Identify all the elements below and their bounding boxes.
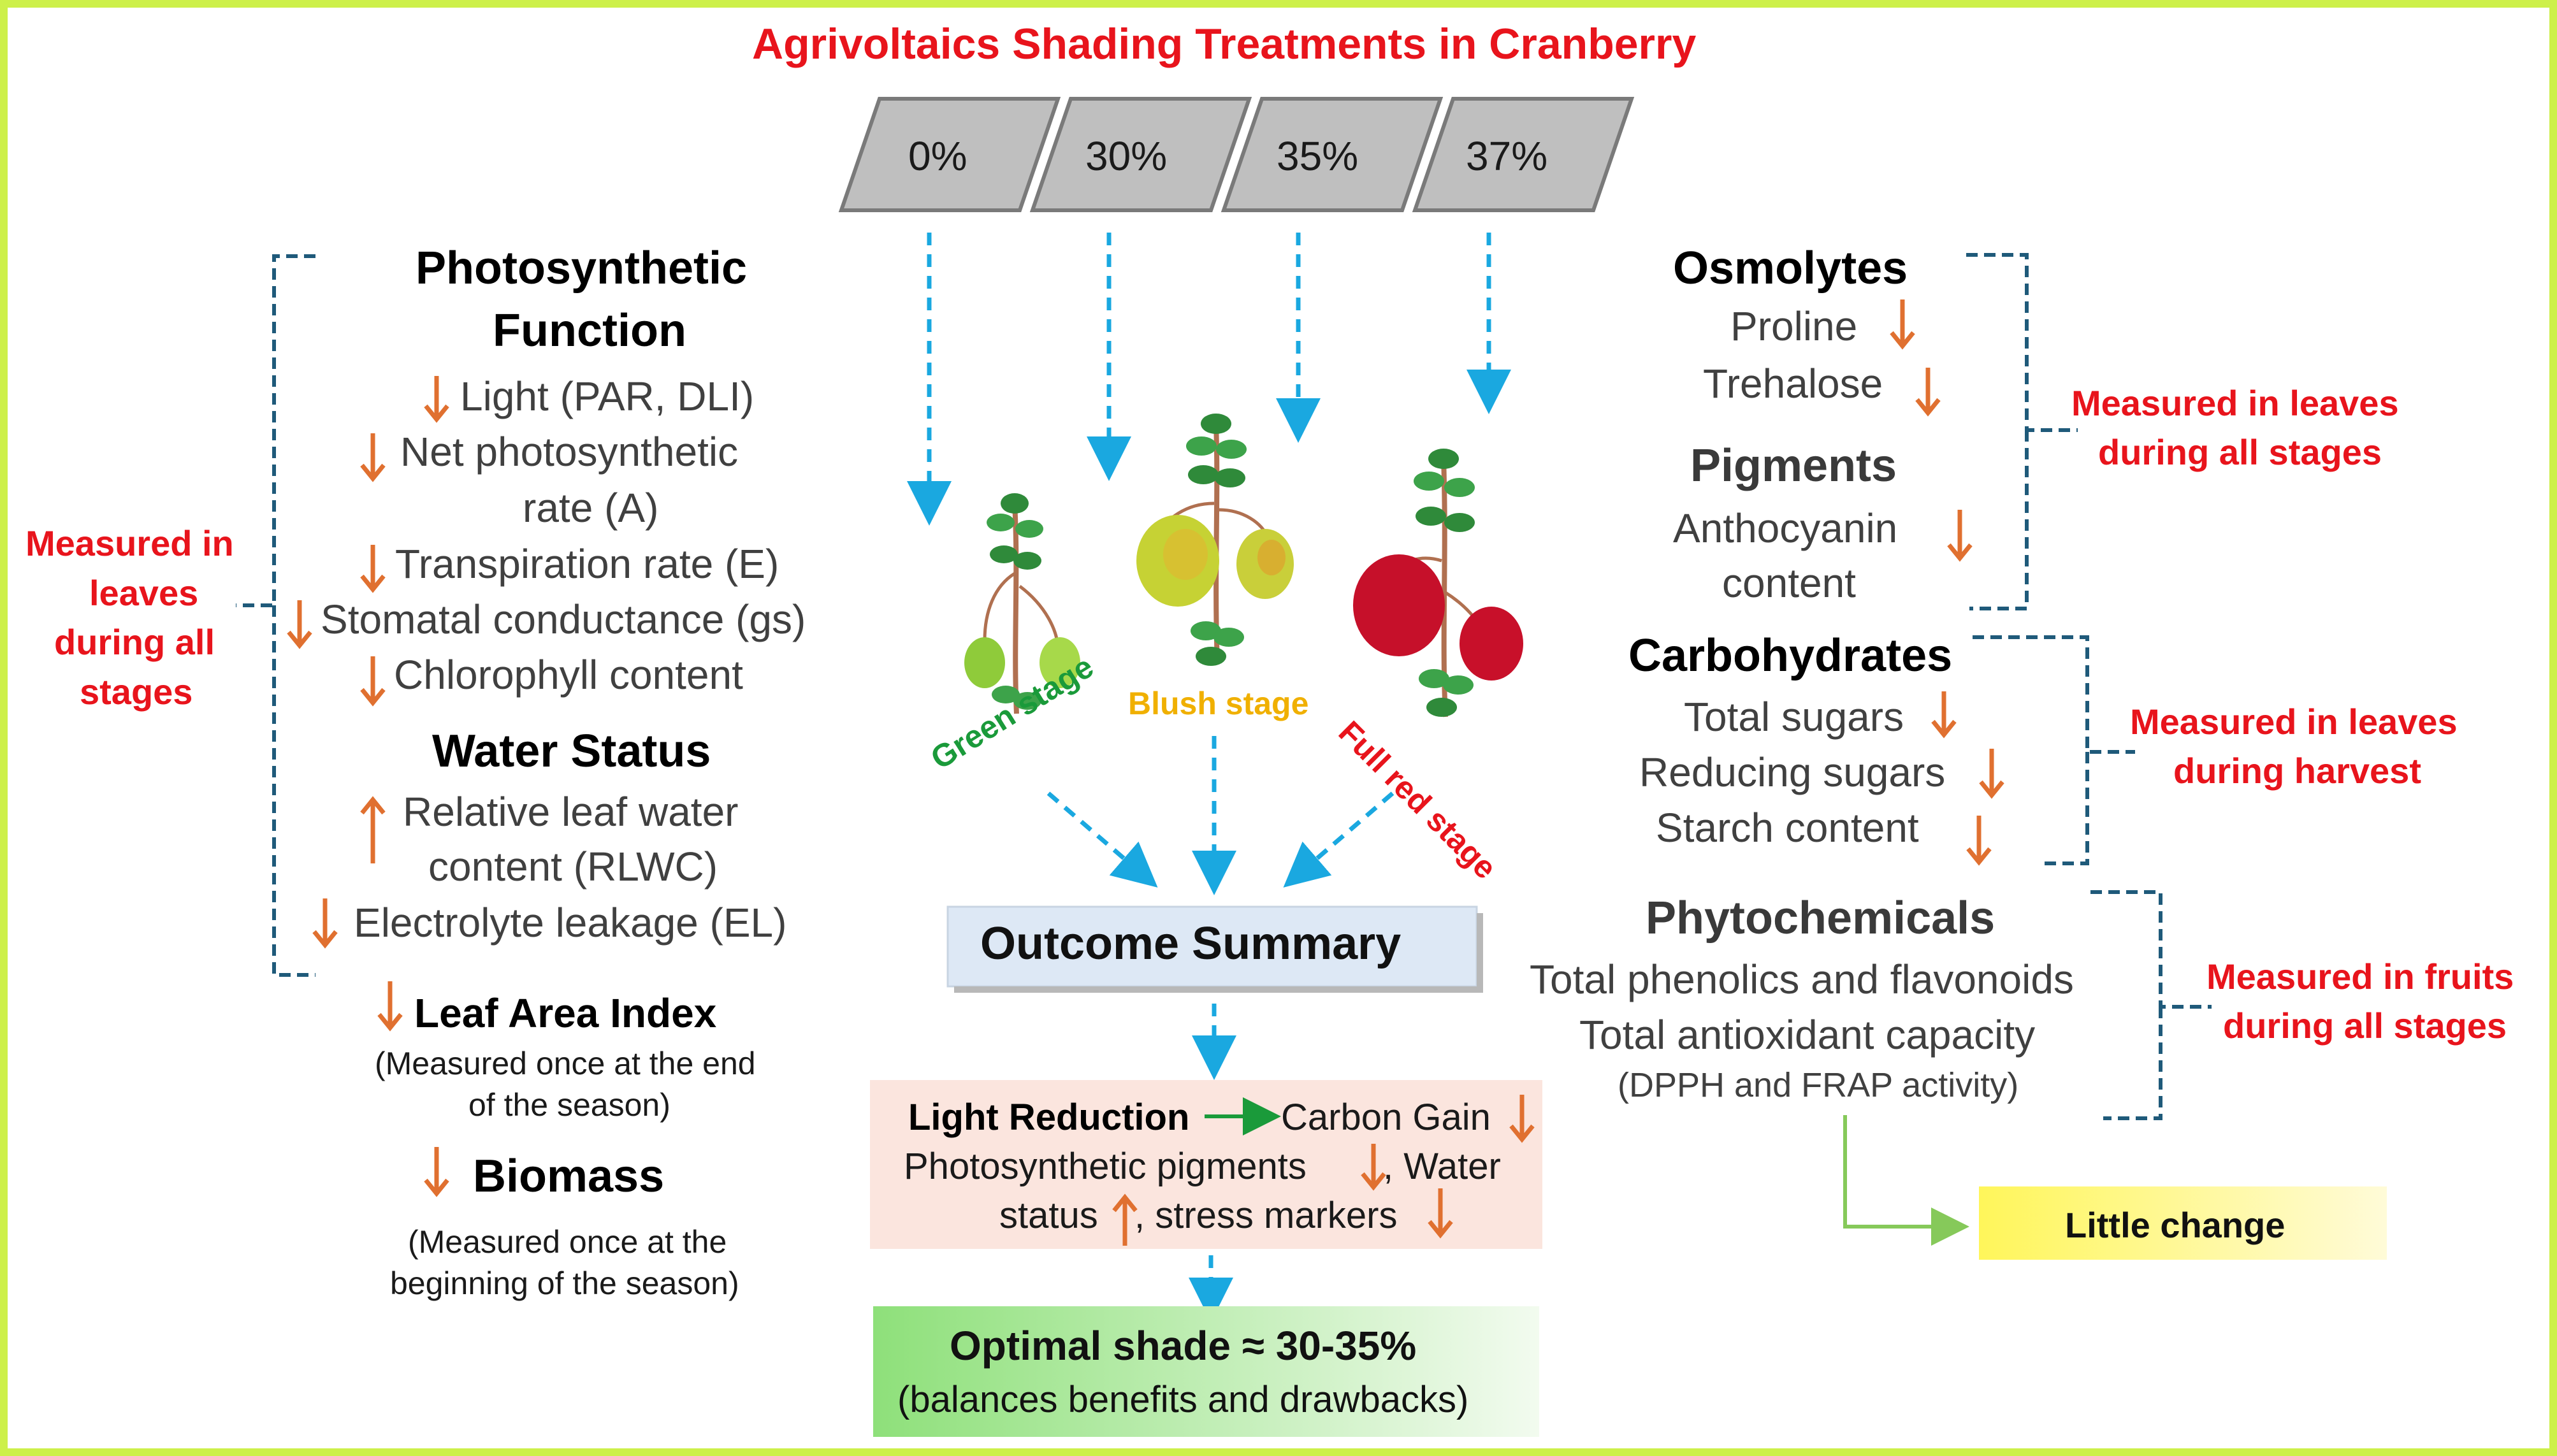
water-label: , Water — [1383, 1146, 1501, 1187]
down-arrow-transp — [360, 545, 386, 593]
stomatal-label: Stomatal conductance (gs) — [321, 596, 806, 642]
phytochemicals-title: Phytochemicals — [1646, 893, 1996, 944]
treatment-box-30 — [1029, 97, 1252, 212]
right-measured-2a: Measured in leaves — [2130, 702, 2458, 742]
anthocyanin-label-2: content — [1722, 560, 1856, 606]
full-red-stage-plant — [1353, 449, 1523, 717]
anthocyanin-label-1: Anthocyanin — [1673, 505, 1898, 551]
down-arrow-reducing — [1979, 749, 2004, 799]
up-arrow-water — [1112, 1193, 1138, 1246]
down-arrow-net-photo — [360, 433, 386, 482]
right-measured-1a: Measured in leaves — [2071, 383, 2399, 423]
outcome-summary-box — [946, 905, 1478, 988]
optimal-shade-note: (balances benefits and drawbacks) — [897, 1379, 1469, 1420]
lai-note-1: (Measured once at the end — [375, 1046, 756, 1081]
lai-note-2: of the season) — [468, 1087, 670, 1123]
stress-markers-label: , stress markers — [1134, 1195, 1398, 1236]
right-measured-3b: during all stages — [2223, 1006, 2507, 1046]
photosynthetic-title-2: Function — [493, 305, 686, 356]
up-arrow-rlwc — [360, 796, 386, 863]
lai-title: Leaf Area Index — [414, 990, 717, 1036]
biomass-title: Biomass — [473, 1151, 665, 1202]
rlwc-label-1: Relative leaf water — [403, 789, 739, 835]
net-photo-label-2: rate (A) — [523, 485, 659, 531]
proline-label: Proline — [1730, 303, 1858, 349]
status-label: status — [999, 1195, 1098, 1236]
down-arrow-proline — [1890, 299, 1915, 350]
down-arrow-biomass — [424, 1147, 449, 1197]
indicator-arrows — [287, 299, 2004, 1246]
biomass-note-1: (Measured once at the — [408, 1224, 727, 1260]
down-arrow-chloro — [360, 656, 386, 707]
photosynthetic-title-1: Photosynthetic — [416, 243, 748, 294]
arrow-green-to-outcome — [1047, 791, 1158, 888]
treatment-label-35: 35% — [1277, 133, 1359, 179]
right-measured-3a: Measured in fruits — [2206, 956, 2514, 997]
diagram-title: Agrivoltaics Shading Treatments in Cranb… — [752, 20, 1697, 68]
electrolyte-label: Electrolyte leakage (EL) — [354, 900, 787, 946]
water-status-title: Water Status — [432, 726, 711, 777]
down-arrow-starch — [1966, 816, 1992, 866]
outcome-summary-label: Outcome Summary — [980, 918, 1402, 969]
net-photo-label-1: Net photosynthetic — [400, 429, 739, 475]
down-arrow-light — [424, 376, 449, 423]
green-stage-plant — [964, 493, 1080, 714]
light-reduction-box — [870, 1080, 1542, 1249]
osmolytes-title: Osmolytes — [1673, 243, 1908, 294]
carbohydrates-title: Carbohydrates — [1628, 630, 1953, 681]
treatment-box-35 — [1221, 97, 1444, 212]
down-arrow-stomatal — [287, 600, 312, 649]
little-change-box — [1979, 1186, 2387, 1260]
treatment-arrows — [907, 233, 1511, 1322]
left-measured-4: stages — [80, 672, 193, 712]
blush-stage-label: Blush stage — [1128, 686, 1309, 721]
down-arrow-trehalose — [1915, 368, 1941, 417]
treatment-box-37 — [1412, 97, 1635, 212]
light-label: Light (PAR, DLI) — [460, 373, 755, 419]
down-arrow-stress — [1428, 1188, 1453, 1239]
optimal-shade-box — [873, 1306, 1539, 1437]
down-arrow-lai — [377, 981, 403, 1032]
arrow-red-to-outcome — [1283, 791, 1394, 888]
left-measured-3: during all — [54, 622, 215, 662]
reducing-sugars-label: Reducing sugars — [1639, 749, 1946, 795]
right-brackets — [1966, 253, 2212, 1120]
treatment-box-0 — [838, 97, 1061, 212]
little-change-label: Little change — [2065, 1205, 2285, 1245]
antioxidant-label: Total antioxidant capacity — [1579, 1012, 2036, 1058]
transpiration-label: Transpiration rate (E) — [395, 541, 779, 587]
down-arrow-total-sugars — [1931, 691, 1957, 739]
left-measured-1: Measured in — [25, 523, 234, 563]
treatment-label-30: 30% — [1085, 133, 1168, 179]
rlwc-label-2: content (RLWC) — [428, 844, 718, 890]
left-measured-2: leaves — [89, 573, 199, 613]
down-arrow-carbon — [1509, 1095, 1535, 1143]
down-arrow-antho — [1947, 510, 1973, 562]
left-bracket — [236, 254, 315, 977]
photo-pigments-label: Photosynthetic pigments — [904, 1146, 1307, 1187]
phyto-to-little-change-arrow — [1843, 1115, 1969, 1246]
right-measured-2b: during harvest — [2173, 751, 2421, 791]
carbon-gain-label: Carbon Gain — [1281, 1097, 1491, 1138]
down-arrow-el — [312, 898, 338, 949]
blush-stage-plant — [1136, 414, 1294, 666]
biomass-note-2: beginning of the season) — [390, 1265, 739, 1301]
light-reduction-label: Light Reduction — [908, 1097, 1190, 1138]
total-sugars-label: Total sugars — [1684, 694, 1904, 740]
trehalose-label: Trehalose — [1703, 361, 1883, 407]
dpph-label: (DPPH and FRAP activity) — [1618, 1066, 2019, 1104]
treatment-label-0: 0% — [908, 133, 967, 179]
phenolics-label: Total phenolics and flavonoids — [1530, 956, 2074, 1002]
treatment-boxes — [838, 97, 1635, 212]
optimal-shade-title: Optimal shade ≈ 30-35% — [950, 1323, 1417, 1369]
treatment-label-37: 37% — [1466, 133, 1548, 179]
down-arrow-pigments — [1361, 1144, 1386, 1191]
starch-label: Starch content — [1656, 805, 1919, 851]
right-measured-1b: during all stages — [2098, 432, 2382, 472]
pigments-title: Pigments — [1690, 440, 1897, 491]
chlorophyll-label: Chlorophyll content — [394, 652, 743, 698]
